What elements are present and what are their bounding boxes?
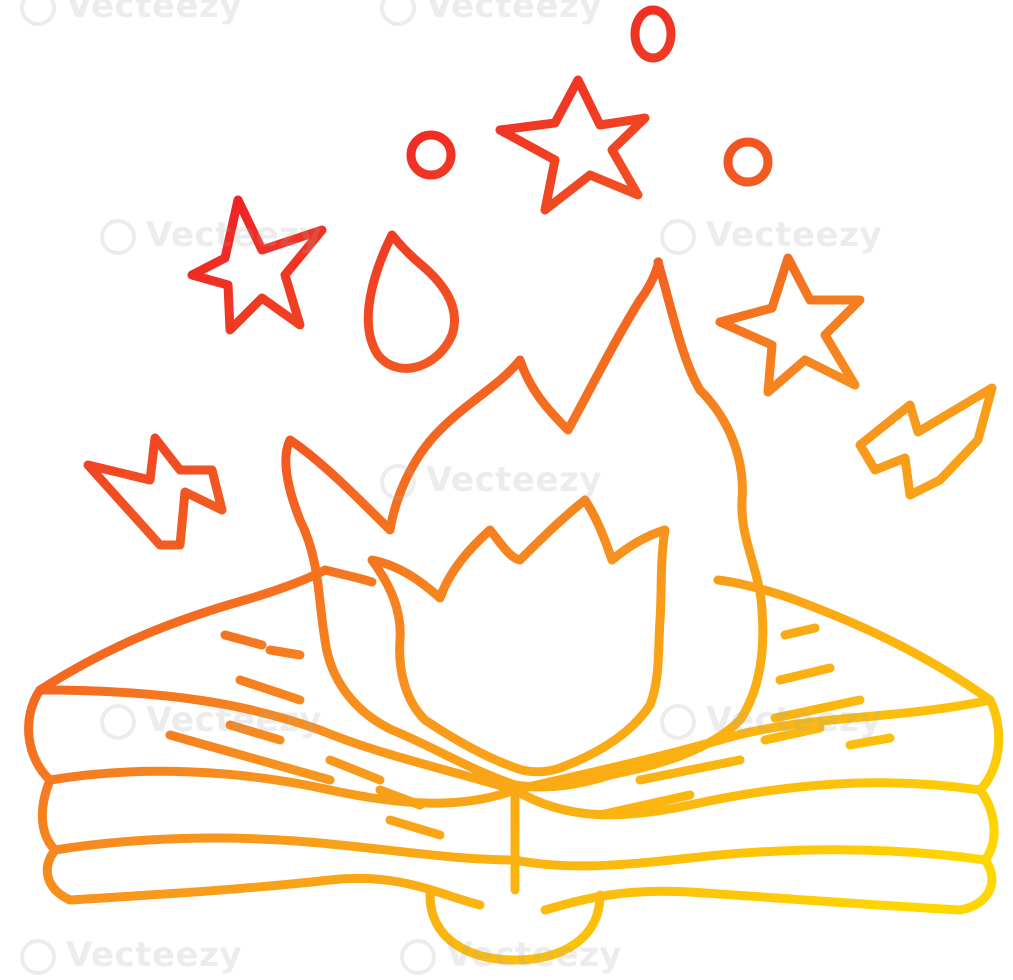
left-page-edge-2 — [50, 833, 520, 865]
sparks — [83, 5, 997, 550]
star-top-center-icon — [495, 75, 650, 215]
left-page-icon — [35, 565, 520, 795]
ember-drop-icon — [363, 230, 459, 373]
star-left-icon — [187, 195, 327, 335]
right-page-text-lines — [595, 623, 895, 820]
left-page-text-lines — [165, 630, 445, 840]
ember-right-icon — [855, 383, 997, 500]
left-page-edge-1 — [45, 766, 520, 808]
open-book — [24, 565, 1004, 965]
spark-dot-right-icon — [723, 137, 773, 187]
right-page-edge-2 — [510, 845, 990, 871]
inner-flame-icon — [367, 495, 670, 777]
outer-flame-icon — [281, 257, 768, 792]
flames — [281, 257, 768, 792]
ember-left-icon — [83, 433, 227, 550]
book-binding-icon — [425, 890, 605, 965]
right-page-edge-1 — [510, 778, 985, 820]
star-right-icon — [715, 253, 865, 397]
spark-dot-top-icon — [630, 5, 676, 63]
spark-dot-left-icon — [406, 130, 456, 180]
right-page-icon — [510, 575, 995, 795]
